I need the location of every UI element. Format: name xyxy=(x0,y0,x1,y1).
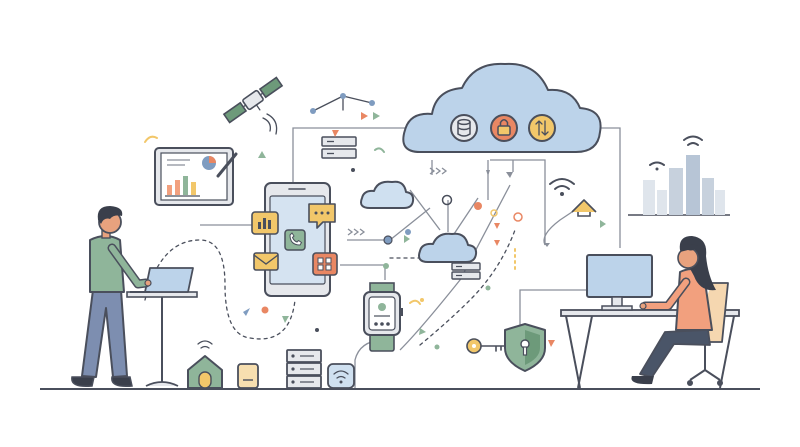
server-rack-icon xyxy=(286,349,322,389)
chevron-arrows xyxy=(347,167,448,236)
bar-chart-icon xyxy=(251,211,279,235)
tablet-chart-icon xyxy=(154,147,238,206)
server-rack-icon xyxy=(451,262,481,280)
apps-grid-icon xyxy=(312,252,338,276)
home-upload-icon xyxy=(571,199,597,217)
key-icon xyxy=(466,338,505,354)
router-icon xyxy=(327,363,355,389)
small-cloud-left xyxy=(360,180,415,209)
main-cloud xyxy=(402,62,602,153)
dashed-path-center xyxy=(419,229,516,346)
dashed-path-left xyxy=(144,239,296,340)
man-with-laptop xyxy=(71,206,198,388)
desktop-monitor-icon xyxy=(586,254,653,311)
smart-home-icon xyxy=(187,340,223,389)
network-node xyxy=(383,263,389,269)
network-node xyxy=(383,235,393,245)
network-node xyxy=(441,194,453,206)
satellite-signal xyxy=(262,113,278,135)
lock-icon xyxy=(490,114,518,142)
smartwatch-icon xyxy=(363,282,403,352)
smart-speaker-icon xyxy=(237,363,259,389)
database-icon xyxy=(450,114,478,142)
city-skyline-icon xyxy=(628,135,730,216)
decorative-shapes xyxy=(144,130,606,350)
network-node xyxy=(474,202,482,210)
shield-lock-icon xyxy=(504,323,546,372)
server-rack-icon xyxy=(321,136,357,159)
woman-at-desk xyxy=(560,236,740,389)
phone-icon xyxy=(284,229,306,251)
mail-icon xyxy=(253,252,279,271)
network-node xyxy=(513,212,523,222)
chat-bubble-icon xyxy=(308,203,336,229)
wifi-icon xyxy=(549,178,575,196)
satellite-icon xyxy=(222,76,284,124)
network-node-icon xyxy=(310,93,380,120)
network-node xyxy=(405,229,411,235)
sync-arrows-icon xyxy=(528,114,556,142)
small-cloud-center xyxy=(418,232,478,263)
